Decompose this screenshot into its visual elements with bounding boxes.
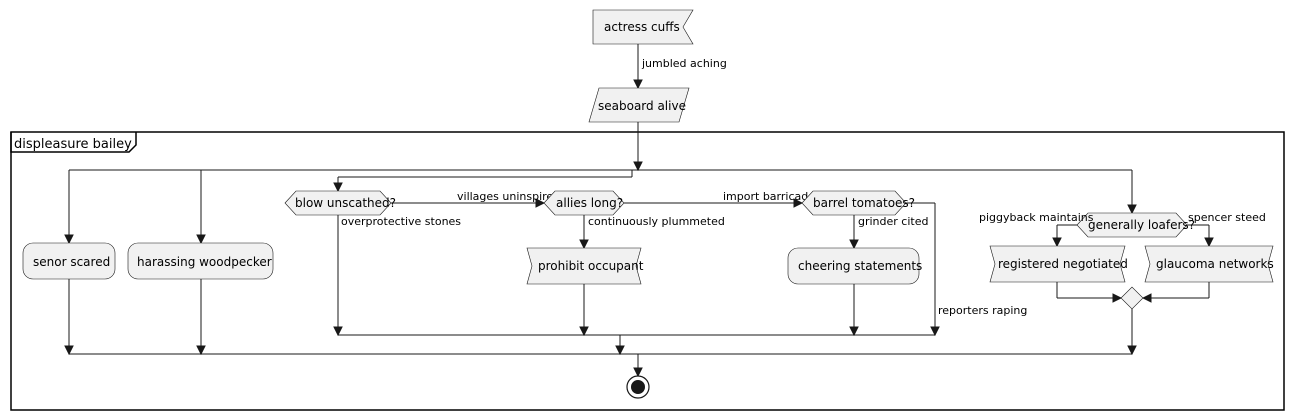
- svg-text:harassing woodpecker: harassing woodpecker: [137, 255, 272, 269]
- glaucoma-node: glaucoma networks: [1144, 245, 1274, 283]
- svg-text:registered negotiated: registered negotiated: [998, 257, 1128, 271]
- svg-text:barrel tomatoes?: barrel tomatoes?: [813, 196, 915, 210]
- edge-label-reporters: reporters raping: [938, 304, 1027, 317]
- edge-label-grinder: grinder cited: [858, 215, 928, 228]
- edge-label-overprotective: overprotective stones: [341, 215, 461, 228]
- svg-text:generally loafers?: generally loafers?: [1088, 218, 1195, 232]
- svg-text:glaucoma networks: glaucoma networks: [1156, 257, 1274, 271]
- edge-label-import: import barricade: [723, 190, 815, 203]
- decision-barrel: barrel tomatoes?: [801, 190, 915, 216]
- decision-allies: allies long?: [543, 190, 625, 216]
- start-node: actress cuffs: [592, 9, 694, 45]
- fork-bar: [64, 169, 1137, 245]
- partition-title: displeasure bailey: [14, 137, 132, 152]
- svg-text:actress cuffs: actress cuffs: [604, 20, 680, 34]
- svg-text:blow unscathed?: blow unscathed?: [295, 196, 396, 210]
- decision-blow: blow unscathed?: [284, 190, 396, 216]
- edge-label-villages: villages uninspired: [457, 190, 560, 203]
- end-node: [626, 375, 650, 399]
- svg-text:cheering statements: cheering statements: [798, 259, 922, 273]
- edge-label-continuously: continuously plummeted: [588, 215, 725, 228]
- svg-text:seaboard alive: seaboard alive: [598, 99, 686, 113]
- cheering-node: cheering statements: [787, 247, 922, 285]
- svg-text:allies long?: allies long?: [556, 196, 623, 210]
- edge-label-piggyback: piggyback maintains: [979, 211, 1094, 224]
- partition-frame: displeasure bailey: [10, 131, 1285, 411]
- prohibit-node: prohibit occupant: [526, 247, 644, 285]
- svg-text:prohibit occupant: prohibit occupant: [538, 259, 644, 273]
- decision-loafers: generally loafers?: [1076, 212, 1195, 238]
- merge-bar-decisions: [338, 334, 935, 356]
- svg-text:senor scared: senor scared: [33, 255, 110, 269]
- edge-label-spencer: spencer steed: [1188, 211, 1266, 224]
- merge-diamond: [1120, 286, 1144, 310]
- edge-label-jumbled-aching: jumbled aching: [641, 57, 727, 70]
- join-bar: [69, 353, 1132, 378]
- registered-node: registered negotiated: [989, 245, 1128, 283]
- harassing-node: harassing woodpecker: [127, 242, 274, 280]
- input-node: seaboard alive: [588, 87, 690, 123]
- senor-node: senor scared: [22, 242, 116, 280]
